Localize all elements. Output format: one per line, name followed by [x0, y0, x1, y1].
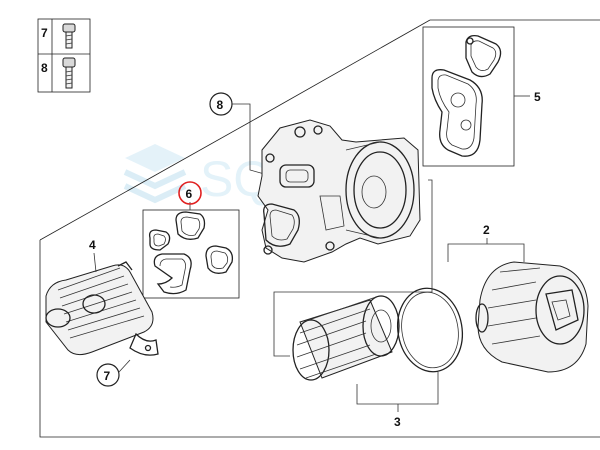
gasket-set-6 — [148, 211, 234, 295]
callout-3-bracket: 3 — [356, 372, 439, 429]
callout-8-label: 8 — [217, 98, 224, 112]
callout-2-label: 2 — [483, 223, 490, 237]
callout-6-label: 6 — [186, 187, 193, 201]
callout-3-label: 3 — [394, 415, 401, 429]
screw-8-icon — [62, 57, 76, 89]
legend-label-7: 7 — [41, 26, 48, 40]
callout-5-label: 5 — [534, 90, 541, 104]
callout-8: 8 — [209, 92, 269, 176]
fastener-legend-box: 7 8 — [37, 18, 91, 93]
o-ring — [397, 287, 463, 373]
gasket-set-5 — [431, 34, 502, 157]
callout-4-label: 4 — [89, 238, 96, 252]
oil-cooler-4 — [45, 261, 159, 356]
oil-filter-housing — [257, 119, 421, 263]
leader-4 — [93, 252, 97, 273]
callout-7-label: 7 — [104, 369, 111, 383]
assembly-frame — [39, 19, 600, 438]
callout-6: 6 — [178, 181, 202, 205]
filter-element-3 — [292, 295, 400, 381]
screw-7-icon — [62, 23, 76, 49]
legend-label-8: 8 — [41, 61, 48, 75]
callout-2-bracket: 2 — [447, 223, 525, 262]
filter-cap-2 — [475, 261, 589, 373]
leader-housing-filter — [273, 179, 433, 357]
callout-7: 7 — [96, 359, 131, 387]
gasket-set-5-frame — [422, 26, 530, 167]
